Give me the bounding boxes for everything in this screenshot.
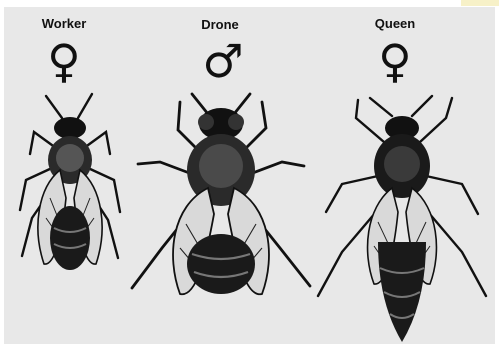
male-symbol-icon: ♂ bbox=[183, 38, 263, 84]
corner-highlight bbox=[461, 0, 499, 6]
female-symbol-icon: ♀ bbox=[355, 38, 435, 84]
border-bottom bbox=[0, 344, 499, 352]
queen-label: Queen bbox=[355, 16, 435, 31]
female-symbol-icon: ♀ bbox=[24, 38, 104, 84]
border-top bbox=[0, 0, 499, 7]
worker-bee-illustration bbox=[10, 88, 130, 288]
drone-label: Drone bbox=[180, 17, 260, 32]
border-left bbox=[0, 0, 4, 352]
queen-bee-illustration bbox=[312, 92, 492, 344]
drone-bee-illustration bbox=[126, 88, 316, 308]
worker-label: Worker bbox=[24, 16, 104, 31]
border-right bbox=[495, 0, 499, 352]
